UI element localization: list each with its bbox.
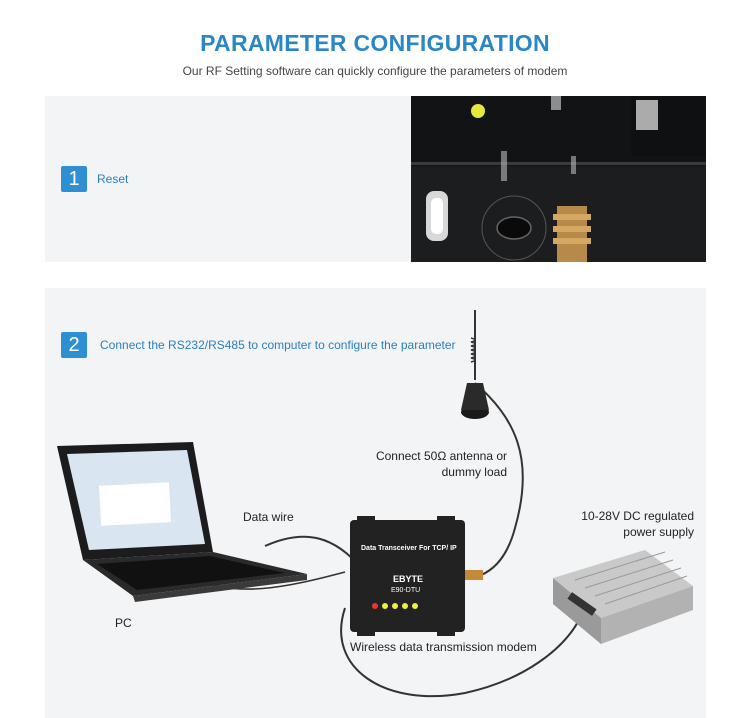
laptop-icon [57,442,307,602]
power-label-line-2: power supply [623,525,694,539]
data-wire-label: Data wire [243,510,294,524]
step-1-label: Reset [97,172,129,186]
antenna-label-line-2: dummy load [441,465,507,479]
power-label-line-1: 10-28V DC regulated [581,509,694,523]
step-2-badge: 2 [61,332,87,358]
modem-label: Wireless data transmission modem [350,640,537,654]
antenna-label-line-1: Connect 50Ω antenna or [375,449,507,463]
modem-title: Data Transceiver For TCP/ IP [361,545,457,552]
page-subtitle: Our RF Setting software can quickly conf… [182,64,568,78]
modem-icon [350,516,483,636]
step-1-panel: 1 Reset [45,96,706,262]
pc-label: PC [115,616,132,630]
antenna-icon [461,310,489,419]
power-supply-icon [553,550,693,644]
page-title: PARAMETER CONFIGURATION [200,30,550,56]
reset-button-photo-icon [411,96,706,262]
data-wire-cable [264,535,364,571]
antenna-cable [474,382,524,576]
step-1-badge: 1 [61,166,87,192]
reset-photo [411,96,706,262]
step-2-label: Connect the RS232/RS485 to computer to c… [100,338,456,352]
modem-model: E90-DTU [391,587,420,594]
step-2-panel: 2 Connect the RS232/RS485 to computer to… [45,288,706,718]
power-supply-cable [340,607,581,698]
connection-diagram: Data Transceiver For TCP/ IP EBYTE E90-D… [57,310,693,698]
modem-brand: EBYTE [393,574,423,584]
